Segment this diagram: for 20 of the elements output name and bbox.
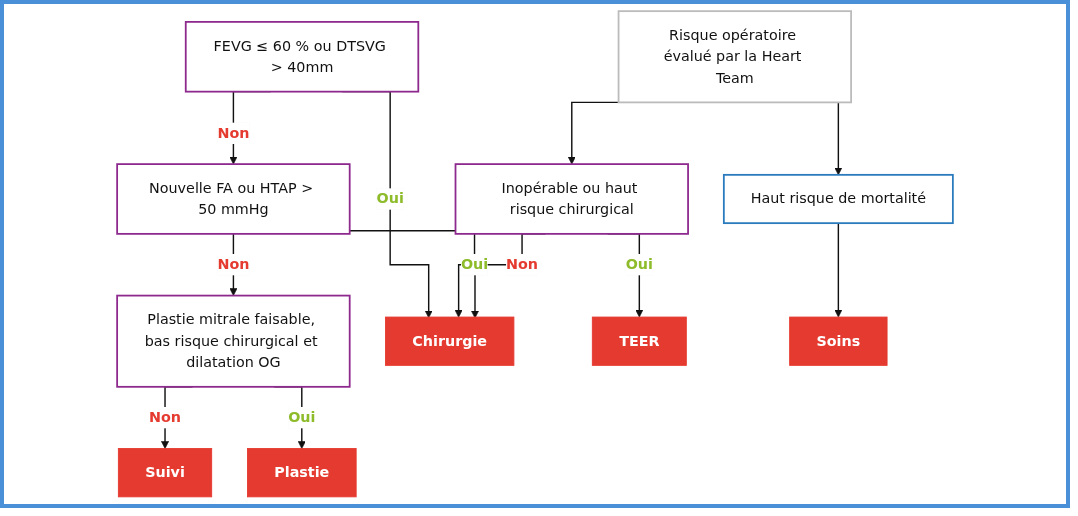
edge-label: Non bbox=[149, 408, 182, 426]
edge-label: Non bbox=[217, 124, 250, 142]
node-box: Soins bbox=[789, 316, 888, 366]
edge-label: Oui bbox=[288, 408, 316, 426]
node-box: Nouvelle FA ou HTAP > 50 mmHg bbox=[116, 163, 351, 235]
node-box: Plastie bbox=[247, 448, 357, 498]
node-box: Chirurgie bbox=[385, 316, 515, 366]
node-box: Inopérable ou haut risque chirurgical bbox=[454, 163, 689, 235]
edge-label: Oui bbox=[460, 255, 489, 273]
edge-label: Non bbox=[217, 255, 250, 273]
node-box: Risque opératoire évalué par la Heart Team bbox=[617, 10, 852, 104]
edge-label: Oui bbox=[625, 255, 653, 273]
node-box: TEER bbox=[591, 316, 687, 366]
edge-label: Non bbox=[506, 255, 539, 273]
edge-label: Oui bbox=[376, 190, 404, 208]
arrow bbox=[834, 222, 843, 318]
node-box: Plastie mitrale faisable, bas risque chirurgical et dilatation OG bbox=[116, 294, 351, 388]
node-box: Haut risque de mortalité bbox=[722, 173, 954, 225]
node-box: FEVG ≤ 60 % ou DTSVG > 40mm bbox=[184, 21, 420, 93]
node-box: Suivi bbox=[117, 448, 213, 498]
